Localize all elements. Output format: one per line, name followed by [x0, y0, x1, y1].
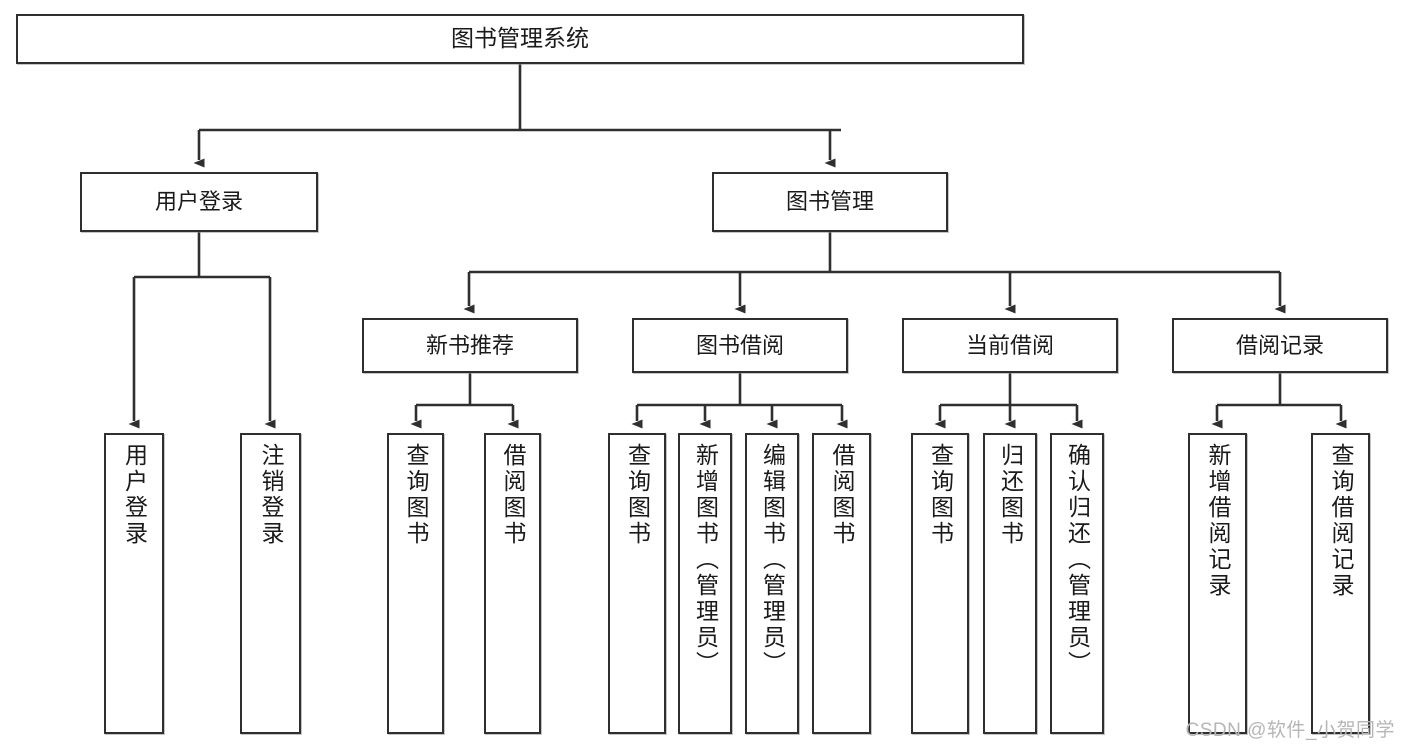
- leaf-query-borrow-record[interactable]: 查询借阅记录: [1311, 433, 1370, 734]
- leaf-query-book-new-label: 查询图书: [403, 443, 429, 547]
- leaf-query-book-current-label: 查询图书: [927, 443, 954, 547]
- leaf-edit-book-admin-label: 编辑图书（管理员）: [759, 443, 786, 677]
- leaf-return-book-label: 归还图书: [997, 443, 1024, 547]
- node-current-borrow-label: 当前借阅: [965, 332, 1054, 358]
- leaf-query-book-new[interactable]: 查询图书: [387, 433, 444, 734]
- leaf-query-borrow-record-label: 查询借阅记录: [1328, 443, 1354, 599]
- node-new-book-recommend-label: 新书推荐: [425, 332, 514, 358]
- node-current-borrow[interactable]: 当前借阅: [902, 318, 1118, 373]
- node-book-borrow[interactable]: 图书借阅: [632, 318, 848, 373]
- node-borrow-record-label: 借阅记录: [1235, 332, 1324, 358]
- leaf-return-book[interactable]: 归还图书: [983, 433, 1037, 734]
- node-user-login[interactable]: 用户登录: [80, 172, 318, 232]
- leaf-confirm-return-admin-label: 确认归还（管理员）: [1064, 443, 1091, 677]
- node-root[interactable]: 图书管理系统: [16, 14, 1024, 64]
- leaf-user-login-label: 用户登录: [121, 443, 148, 547]
- leaf-add-book-admin[interactable]: 新增图书（管理员）: [678, 433, 732, 734]
- leaf-logout-label: 注销登录: [258, 443, 284, 547]
- node-borrow-record[interactable]: 借阅记录: [1172, 318, 1388, 373]
- leaf-query-book-current[interactable]: 查询图书: [911, 433, 969, 734]
- node-user-login-label: 用户登录: [154, 189, 243, 215]
- node-book-management[interactable]: 图书管理: [712, 172, 948, 232]
- leaf-add-book-admin-label: 新增图书（管理员）: [692, 443, 719, 677]
- leaf-lend-book-label: 借阅图书: [829, 443, 855, 547]
- leaf-user-login[interactable]: 用户登录: [104, 433, 164, 734]
- leaf-confirm-return-admin[interactable]: 确认归还（管理员）: [1050, 433, 1104, 734]
- leaf-add-borrow-record-label: 新增借阅记录: [1205, 443, 1231, 599]
- leaf-edit-book-admin[interactable]: 编辑图书（管理员）: [745, 433, 799, 734]
- node-book-borrow-label: 图书借阅: [695, 332, 784, 358]
- leaf-borrow-book-new[interactable]: 借阅图书: [484, 433, 541, 734]
- leaf-query-book-borrow-label: 查询图书: [624, 443, 651, 547]
- node-root-label: 图书管理系统: [451, 25, 589, 52]
- leaf-add-borrow-record[interactable]: 新增借阅记录: [1188, 433, 1247, 734]
- leaf-lend-book[interactable]: 借阅图书: [812, 433, 871, 734]
- watermark: CSDN @软件_小贺同学: [1185, 720, 1395, 741]
- leaf-borrow-book-new-label: 借阅图书: [500, 443, 526, 547]
- node-new-book-recommend[interactable]: 新书推荐: [362, 318, 578, 373]
- leaf-query-book-borrow[interactable]: 查询图书: [608, 433, 666, 734]
- leaf-logout[interactable]: 注销登录: [240, 433, 301, 734]
- node-book-management-label: 图书管理: [785, 189, 874, 215]
